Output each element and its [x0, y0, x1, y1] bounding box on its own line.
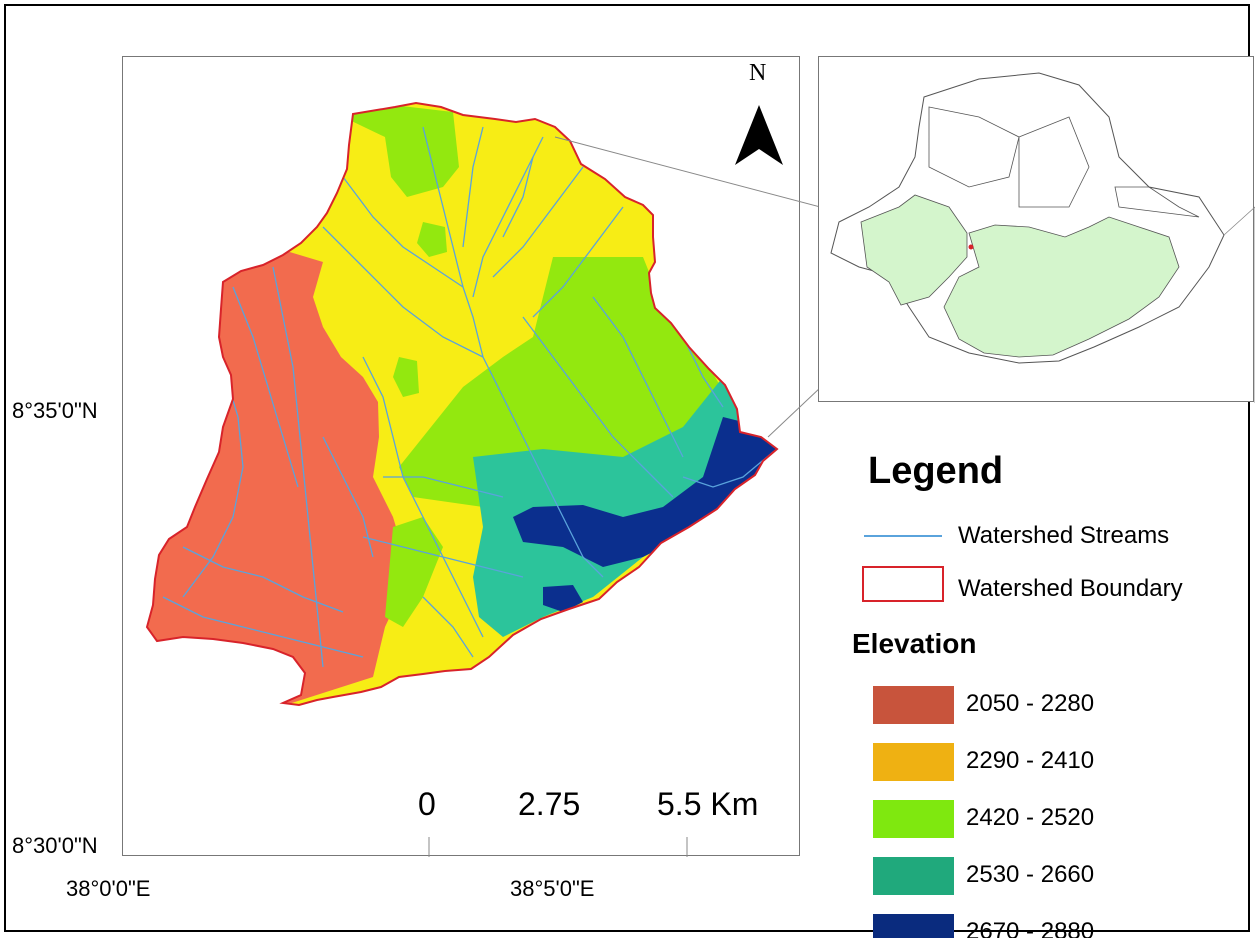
scale-tick-end: 5.5 Km	[657, 786, 759, 822]
legend-swatch-4	[873, 914, 954, 938]
legend-class-label-4: 2670 - 2880	[966, 918, 1095, 938]
legend-swatch-2	[873, 800, 954, 838]
region-boundary-north	[928, 106, 1020, 188]
legend-class-label-3: 2530 - 2660	[966, 861, 1095, 888]
legend-title: Legend	[868, 450, 1004, 492]
zone-2670-2880	[513, 417, 777, 567]
region-boundary-east	[1114, 186, 1200, 218]
zone-2530-2660	[473, 377, 763, 637]
north-label: N	[749, 60, 767, 86]
watershed-streams	[162, 126, 774, 668]
legend-swatch-0	[873, 686, 954, 724]
region-boundary-northeast	[1018, 116, 1090, 208]
zone-green-north	[343, 105, 459, 197]
watershed-map	[146, 102, 783, 857]
scale-tick-mid: 2.75	[518, 786, 581, 822]
scale-tick-0: 0	[418, 786, 436, 822]
figure-border	[4, 4, 1250, 932]
lon-label-east: 38°5'0"E	[510, 876, 595, 901]
main-map-frame	[122, 56, 800, 857]
legend-stream-swatch	[864, 535, 942, 537]
legend-class-label-1: 2290 - 2410	[966, 747, 1095, 774]
legend-swatch-3	[873, 857, 954, 895]
country-inset-map	[830, 72, 1255, 403]
legend-boundary-label: Watershed Boundary	[958, 575, 1183, 602]
lat-label-north: 8°35'0"N	[12, 398, 98, 423]
scale-bar	[428, 837, 688, 857]
lon-label-west: 38°0'0"E	[66, 876, 151, 901]
watershed-location-marker	[968, 244, 974, 250]
legend-boundary-swatch	[862, 566, 944, 602]
elevation-zones	[147, 103, 777, 705]
legend-swatch-1	[873, 743, 954, 781]
zone-dark-spot	[543, 585, 583, 612]
legend-elevation-title: Elevation	[852, 628, 977, 659]
legend-class-label-0: 2050 - 2280	[966, 690, 1095, 717]
zone-green-spot-2	[393, 357, 419, 397]
zone-green-spot	[417, 222, 447, 257]
region-west-highlight	[860, 194, 968, 306]
inset-edge-line	[1223, 206, 1255, 403]
north-arrow-icon	[735, 105, 783, 165]
legend-streams-label: Watershed Streams	[958, 522, 1170, 549]
zone-green-south	[385, 517, 443, 627]
inset-map-frame	[818, 56, 1255, 403]
legend-class-label-2: 2420 - 2520	[966, 804, 1095, 831]
lat-label-south: 8°30'0"N	[12, 833, 98, 858]
region-central-highlight	[943, 216, 1180, 358]
